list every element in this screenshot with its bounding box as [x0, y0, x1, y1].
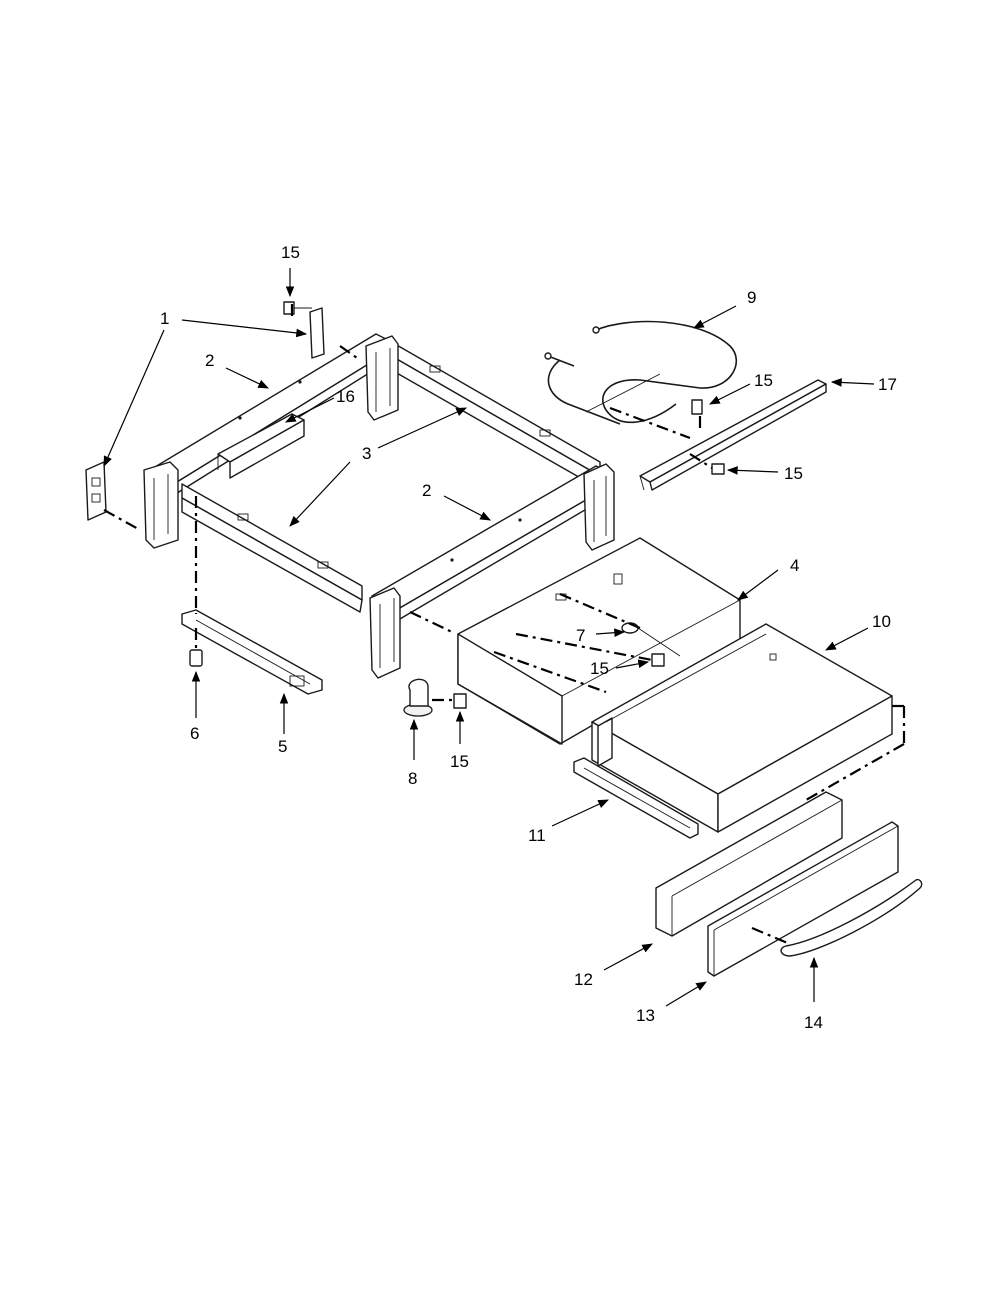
assembly-lines: [103, 302, 906, 946]
slide-part-11: [573, 757, 699, 839]
callout-12: 12: [574, 970, 593, 989]
screw-17-15: [711, 463, 725, 475]
screw-4-15: [651, 653, 665, 667]
bracket-part-1-left: [85, 461, 107, 521]
screw-8-15: [453, 693, 467, 709]
callout-1: 1: [160, 309, 169, 328]
drawer-part-10: [591, 623, 893, 833]
corner-leg-front-left: [143, 461, 179, 549]
callout-3: 3: [362, 444, 371, 463]
callout-9: 9: [747, 288, 756, 307]
callout-15-leg: 15: [450, 752, 469, 771]
front-cross-rail-face: [181, 497, 363, 613]
callout-7: 7: [576, 626, 585, 645]
callout-10: 10: [872, 612, 891, 631]
front-cross-rail: [181, 483, 363, 601]
rail-part-17: [639, 379, 827, 491]
rear-cross-rail-face: [387, 353, 601, 489]
callout-13: 13: [636, 1006, 655, 1025]
callout-2-left: 2: [205, 351, 214, 370]
corner-leg-back-right: [583, 463, 615, 551]
bracket-part-1-top: [309, 307, 325, 359]
heating-element-part-9: [544, 320, 738, 425]
slide-part-5: [181, 609, 323, 695]
callout-15-rail: 15: [784, 464, 803, 483]
leader-lines: [103, 268, 875, 1007]
foot-part-6: [189, 649, 203, 667]
handle-part-14: [780, 878, 923, 957]
side-rail-left: [149, 333, 389, 491]
callout-6: 6: [190, 724, 199, 743]
front-panel-part-12: [655, 791, 843, 937]
front-panel-part-13: [707, 821, 899, 977]
callout-14: 14: [804, 1013, 823, 1032]
callout-15-element: 15: [754, 371, 773, 390]
screw-top-15: [283, 301, 312, 315]
callout-4: 4: [790, 556, 799, 575]
screw-9-15: [691, 399, 703, 415]
callout-15-housing: 15: [590, 659, 609, 678]
callout-17: 17: [878, 375, 897, 394]
corner-leg-back-left: [365, 335, 399, 421]
rear-cross-rail: [387, 339, 601, 477]
callout-11: 11: [528, 826, 546, 845]
bracket-part-16: [217, 413, 305, 479]
corner-leg-front-right: [369, 587, 401, 679]
callout-5: 5: [278, 737, 287, 756]
callout-8: 8: [408, 769, 417, 788]
callout-16: 16: [336, 387, 355, 406]
leveling-leg-part-8: [403, 678, 433, 717]
callout-15-top: 15: [281, 243, 300, 262]
callout-labels: 15 1 2 16 3 2 9 15 17 15 4 7 15 10 6 5 8…: [160, 243, 897, 1032]
callout-2-right: 2: [422, 481, 431, 500]
